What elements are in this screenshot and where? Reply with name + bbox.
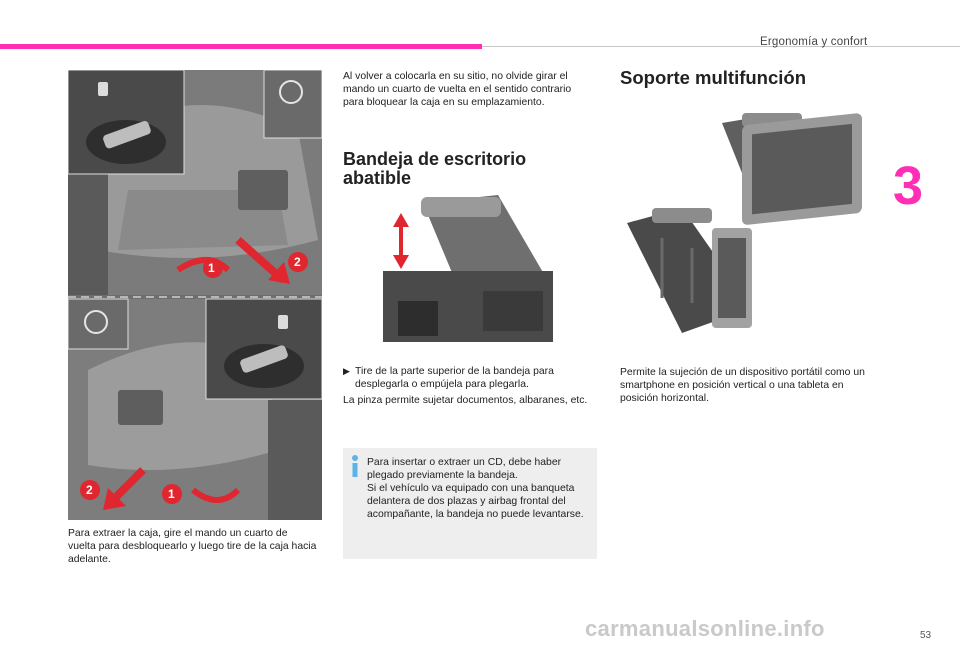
section-heading-soporte: Soporte multifunción — [620, 67, 807, 88]
info-icon — [352, 455, 358, 477]
bullet-marker-icon: ▶ — [343, 366, 350, 376]
multifunction-holder-illustration — [622, 108, 862, 338]
chapter-number: 3 — [892, 156, 924, 216]
page-number: 53 — [920, 630, 932, 641]
figure-label-1-top: 1 — [208, 261, 215, 275]
section-heading-bandeja: Bandeja de escritorio abatible — [343, 149, 527, 188]
tray-illustration — [383, 191, 553, 342]
bullet-item: ▶ Tire de la parte superior de la bandeja… — [343, 365, 593, 391]
note-text: Para insertar o extraer un CD, debe habe… — [367, 457, 584, 520]
header-accent-bar — [0, 44, 482, 49]
bullet-text: Tire de la parte superior de la bandeja … — [355, 366, 554, 390]
left-caption: Para extraer la caja, gire el mando un c… — [68, 528, 317, 565]
info-note: Para insertar o extraer un CD, debe habe… — [343, 448, 597, 559]
figure-label-2-top: 2 — [294, 255, 301, 269]
figure-label-1-bottom: 1 — [168, 487, 175, 501]
storage-box-illustration: 1 2 2 1 — [68, 70, 322, 520]
figure-label-2-bottom: 2 — [86, 483, 93, 497]
header-rule — [482, 46, 960, 47]
intro-paragraph: Al volver a colocarla en su sitio, no ol… — [343, 71, 572, 108]
watermark: carmanualsonline.info — [585, 616, 825, 641]
section-title: Ergonomía y confort — [760, 36, 868, 48]
clip-paragraph: La pinza permite sujetar documentos, alb… — [343, 395, 588, 406]
holder-paragraph: Permite la sujeción de un dispositivo po… — [620, 367, 865, 404]
